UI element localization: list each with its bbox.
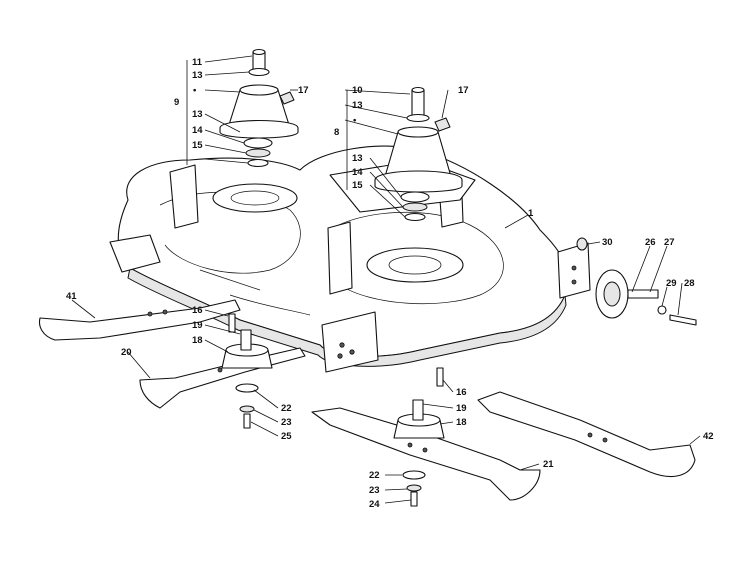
- blade-21: [311, 407, 541, 501]
- callout-26: 26: [645, 237, 656, 248]
- callout-8: 8: [334, 127, 339, 138]
- callout-1: 1: [528, 208, 534, 219]
- callout-16: 16: [192, 305, 203, 316]
- callout-20: 20: [121, 347, 132, 358]
- callout-9: 9: [174, 97, 179, 108]
- deck-housing: [109, 145, 591, 373]
- spindle-assembly-right: [374, 86, 463, 222]
- callout-42: 42: [703, 431, 714, 442]
- callout-25: 25: [281, 431, 292, 442]
- deck-wheel-assembly: [576, 237, 697, 326]
- callout-16: 16: [456, 387, 467, 398]
- blade-41: [38, 299, 241, 341]
- callout-19: 19: [456, 403, 467, 414]
- callout-27: 27: [664, 237, 675, 248]
- blade-20: [139, 347, 306, 409]
- callout-24: 24: [369, 499, 380, 510]
- callout-17: 17: [458, 85, 469, 96]
- blade-hub-left: [221, 313, 273, 429]
- callout-13: 13: [192, 109, 203, 120]
- callout-30: 30: [602, 237, 613, 248]
- blade-42: [477, 391, 696, 478]
- callout-18: 18: [192, 335, 203, 346]
- callout-11: 11: [192, 57, 203, 68]
- callout-22: 22: [369, 470, 380, 481]
- callout-14: 14: [192, 125, 203, 136]
- callout-13: 13: [352, 153, 363, 164]
- callout-21: 21: [543, 459, 554, 470]
- callout-28: 28: [684, 278, 695, 289]
- blade-hub-right: [393, 367, 445, 507]
- callout-10: 10: [352, 85, 363, 96]
- callout-22: 22: [281, 403, 292, 414]
- callout-13: 13: [352, 100, 363, 111]
- callout-23: 23: [369, 485, 380, 496]
- callout-19: 19: [192, 320, 203, 331]
- callout-bullet: •: [353, 115, 357, 126]
- callout-bullet: •: [193, 85, 197, 96]
- callout-17: 17: [298, 85, 309, 96]
- callout-13: 13: [192, 70, 203, 81]
- callout-18: 18: [456, 417, 467, 428]
- callout-15: 15: [352, 180, 363, 191]
- callout-29: 29: [666, 278, 677, 289]
- callout-labels: 11 13 • 9 13 14 15 17 10 13 • 8 13 14 15…: [66, 57, 714, 510]
- leader-lines: [71, 55, 701, 504]
- callout-15: 15: [192, 140, 203, 151]
- spindle-assembly-left: [219, 48, 299, 168]
- callout-41: 41: [66, 291, 77, 302]
- callout-23: 23: [281, 417, 292, 428]
- callout-14: 14: [352, 167, 363, 178]
